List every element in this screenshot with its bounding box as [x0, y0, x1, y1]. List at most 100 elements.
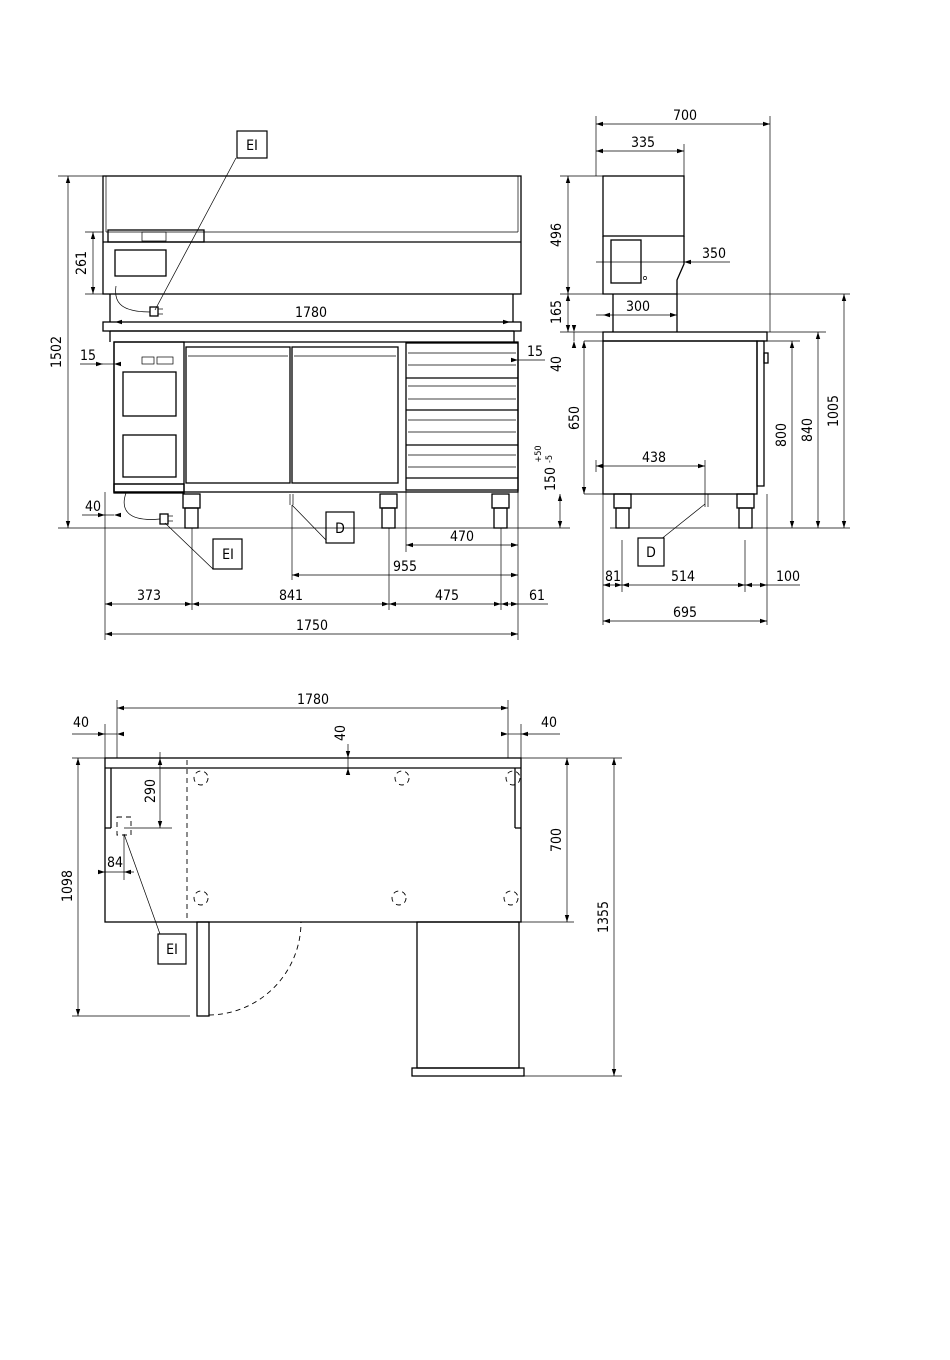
front-view — [103, 158, 521, 569]
front-dimension-lines — [58, 176, 570, 640]
dim-plan-84: 84 — [107, 855, 123, 871]
dimension-arrowhead — [842, 294, 846, 301]
dimension-arrowhead — [596, 149, 603, 153]
dimension-arrowhead — [582, 487, 586, 494]
dim-plan-1780: 1780 — [297, 692, 329, 708]
dimension-arrowhead — [565, 758, 569, 765]
dim-front-841: 841 — [279, 588, 303, 604]
dim-side-695: 695 — [673, 605, 697, 621]
dimension-arrowhead — [346, 768, 350, 775]
dimension-arrowhead — [760, 619, 767, 623]
dim-side-81: 81 — [605, 569, 621, 585]
dim-plan-1355: 1355 — [596, 901, 612, 933]
dimension-arrowhead — [572, 341, 576, 348]
dim-front-1780: 1780 — [295, 305, 327, 321]
dim-front-15-right: 15 — [527, 344, 543, 360]
dim-plan-40-left: 40 — [73, 715, 89, 731]
dim-front-470: 470 — [450, 529, 474, 545]
dimension-arrowhead — [612, 1069, 616, 1076]
dimension-arrowhead — [763, 122, 770, 126]
dimension-arrowhead — [603, 619, 610, 623]
dimension-arrowhead — [105, 602, 112, 606]
dimension-arrowhead — [66, 521, 70, 528]
dimension-arrowhead — [511, 632, 518, 636]
dim-front-1750: 1750 — [296, 618, 328, 634]
dimension-arrowhead — [76, 758, 80, 765]
dim-side-496: 496 — [549, 223, 565, 247]
dim-front-1502: 1502 — [49, 336, 65, 368]
dimension-arrowhead — [406, 543, 413, 547]
dimension-arrowhead — [114, 513, 121, 517]
dimension-arrowhead — [117, 732, 124, 736]
dimension-arrowhead — [566, 325, 570, 332]
dimension-arrowhead — [185, 602, 192, 606]
dimension-arrowhead — [677, 149, 684, 153]
dimension-arrowhead — [158, 821, 162, 828]
plan-dimension-lines — [72, 700, 622, 1076]
dimension-arrowhead — [91, 232, 95, 239]
dim-side-650: 650 — [567, 406, 583, 430]
dim-side-335: 335 — [631, 135, 655, 151]
dimension-arrowhead — [816, 332, 820, 339]
dimension-arrowhead — [389, 602, 396, 606]
dimension-arrowhead — [745, 583, 752, 587]
dimension-arrowhead — [511, 602, 518, 606]
dimension-arrowhead — [382, 602, 389, 606]
dimension-arrowhead — [816, 521, 820, 528]
dimension-arrowhead — [684, 260, 691, 264]
dimension-arrowhead — [91, 287, 95, 294]
dim-side-150: 150 — [543, 467, 559, 491]
dimension-arrowhead — [572, 325, 576, 332]
dim-front-61: 61 — [529, 588, 545, 604]
dim-front-15-left: 15 — [80, 348, 96, 364]
dimension-arrowhead — [96, 362, 103, 366]
dim-front-955: 955 — [393, 559, 417, 575]
dimension-arrowhead — [511, 358, 518, 362]
drain-label-side: D — [646, 545, 656, 561]
dimension-arrowhead — [503, 320, 510, 324]
dimension-arrowhead — [558, 521, 562, 528]
dimension-arrowhead — [501, 706, 508, 710]
dim-side-tol-minus: -5 — [545, 455, 555, 463]
dimension-arrowhead — [565, 915, 569, 922]
ei-label-plan: EI — [166, 942, 178, 958]
dim-plan-40-top: 40 — [333, 725, 349, 741]
dimension-arrowhead — [698, 464, 705, 468]
dimension-arrowhead — [566, 294, 570, 301]
ei-label-front-top: EI — [246, 138, 258, 154]
dim-side-tol-plus: +50 — [534, 445, 544, 462]
dimension-arrowhead — [566, 176, 570, 183]
dim-side-700: 700 — [673, 108, 697, 124]
dim-side-800: 800 — [774, 423, 790, 447]
dim-plan-290: 290 — [143, 779, 159, 803]
dimension-arrowhead — [192, 602, 199, 606]
dimension-arrowhead — [566, 287, 570, 294]
dimension-arrowhead — [501, 602, 508, 606]
dim-side-438: 438 — [642, 450, 666, 466]
dimension-arrowhead — [558, 494, 562, 501]
dimension-arrowhead — [76, 1009, 80, 1016]
dim-side-514: 514 — [671, 569, 695, 585]
plan-view — [105, 758, 524, 1076]
dimension-arrowhead — [346, 751, 350, 758]
dimension-arrowhead — [494, 602, 501, 606]
dimension-arrowhead — [115, 320, 122, 324]
dimension-arrowhead — [842, 521, 846, 528]
dimension-arrowhead — [98, 870, 105, 874]
dimension-arrowhead — [117, 706, 124, 710]
ei-label-front-bottom: EI — [222, 547, 234, 563]
dim-front-261: 261 — [74, 251, 90, 275]
dimension-arrowhead — [501, 732, 508, 736]
drain-label-front: D — [335, 521, 345, 537]
dimension-arrowhead — [114, 362, 121, 366]
dim-plan-1098: 1098 — [60, 870, 76, 902]
dim-plan-40-right: 40 — [541, 715, 557, 731]
dimension-arrowhead — [790, 341, 794, 348]
dim-plan-700: 700 — [549, 828, 565, 852]
dimension-arrowhead — [670, 313, 677, 317]
dimension-arrowhead — [98, 732, 105, 736]
dimension-arrowhead — [511, 573, 518, 577]
dim-side-300: 300 — [626, 299, 650, 315]
dim-side-40: 40 — [549, 356, 565, 372]
